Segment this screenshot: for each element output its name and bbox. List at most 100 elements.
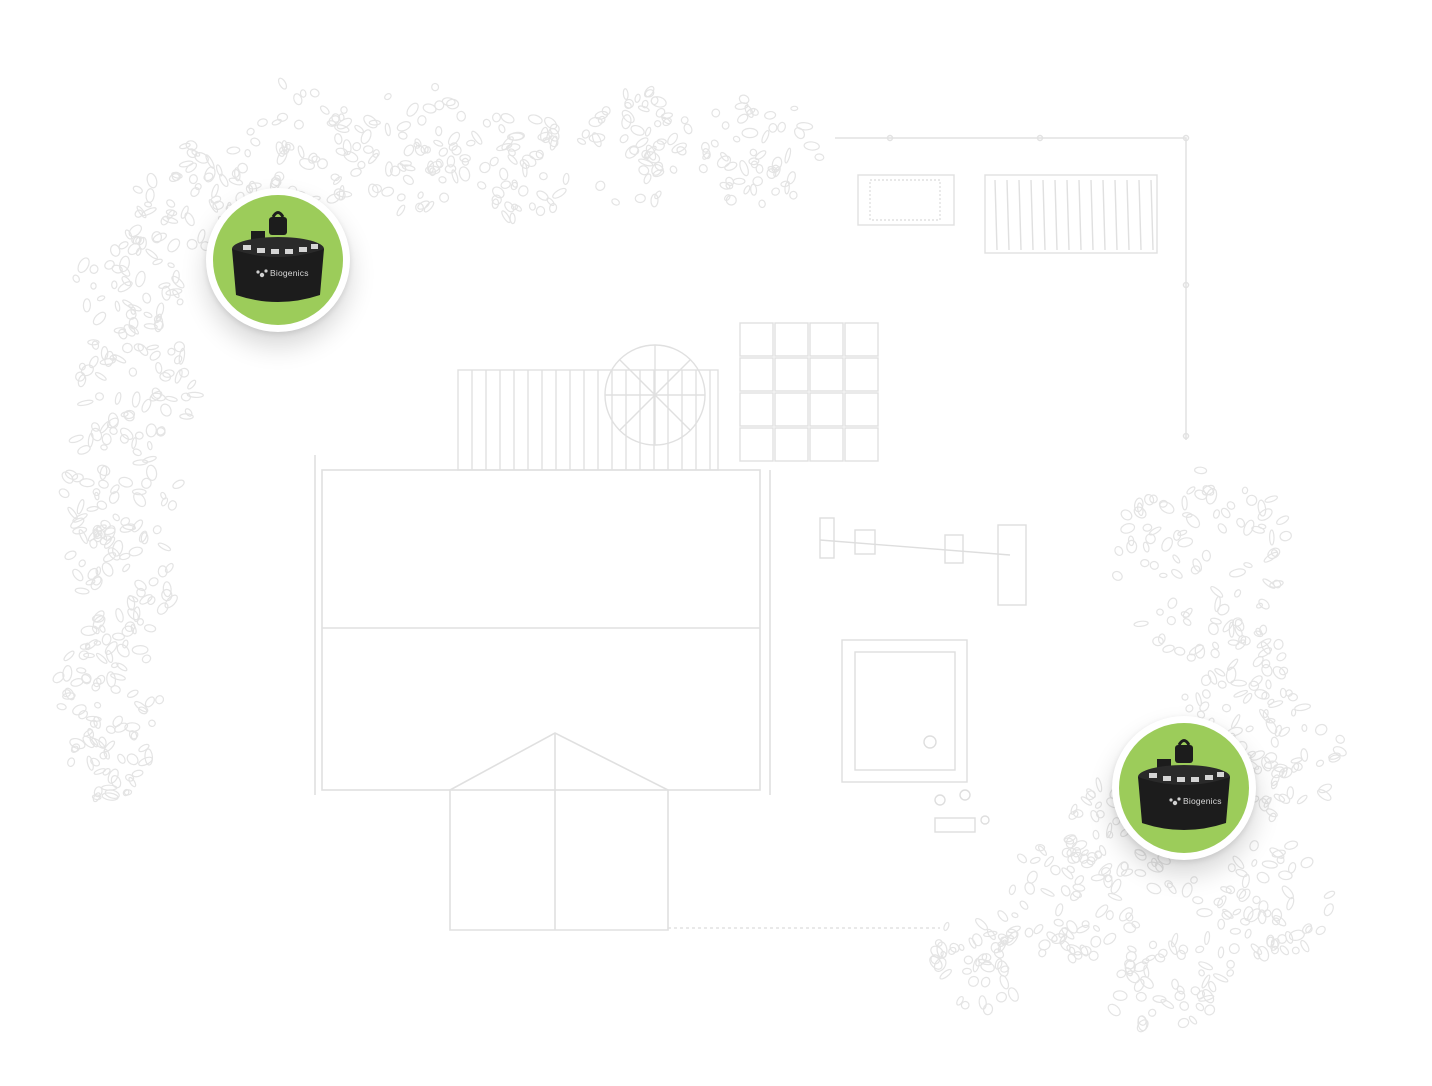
leaf-mark	[103, 536, 116, 549]
leaf-mark	[98, 479, 109, 489]
leaf-mark	[1192, 558, 1203, 572]
leaf-mark	[644, 126, 652, 137]
leaf-mark	[128, 304, 142, 312]
leaf-mark	[968, 975, 979, 987]
leaf-mark	[1241, 486, 1249, 495]
leaf-mark	[72, 526, 88, 535]
leaf-mark	[135, 270, 146, 288]
leaf-mark	[1232, 855, 1245, 869]
leaf-mark	[601, 106, 611, 116]
leaf-mark	[1177, 529, 1188, 537]
leaf-mark	[1060, 885, 1071, 897]
leaf-mark	[330, 173, 340, 182]
leaf-mark	[1090, 874, 1105, 882]
leaf-mark	[1166, 882, 1177, 895]
leaf-mark	[549, 135, 558, 151]
leaf-mark	[621, 114, 632, 130]
leaf-mark	[309, 88, 320, 98]
leaf-mark	[332, 176, 343, 186]
leaf-mark	[461, 157, 470, 166]
leaf-mark	[363, 114, 378, 129]
leaf-mark	[137, 343, 149, 356]
leaf-mark	[1210, 648, 1220, 659]
leaf-mark	[70, 745, 79, 754]
leaf-mark	[149, 390, 163, 402]
leaf-mark	[72, 704, 87, 716]
leaf-mark	[95, 652, 108, 664]
leaf-mark	[1204, 1004, 1216, 1016]
leaf-mark	[1118, 907, 1134, 922]
product-marker-top-left[interactable]: Biogenics	[206, 188, 350, 332]
leaf-mark	[1141, 958, 1150, 965]
leaf-mark	[1201, 974, 1211, 989]
leaf-mark	[1072, 846, 1082, 858]
leaf-mark	[125, 309, 137, 320]
leaf-mark	[76, 667, 87, 674]
leaf-mark	[93, 768, 106, 775]
leaf-mark	[164, 562, 174, 574]
leaf-mark	[77, 374, 87, 388]
leaf-mark	[1125, 912, 1134, 922]
bed-row	[1042, 179, 1046, 251]
leaf-mark	[509, 212, 516, 225]
leaf-mark	[110, 685, 121, 694]
leaf-mark	[1192, 896, 1204, 905]
leaf-mark	[63, 650, 75, 662]
leaf-mark	[1213, 897, 1224, 906]
leaf-mark	[1278, 666, 1289, 676]
leaf-mark	[82, 298, 92, 313]
leaf-mark	[244, 149, 252, 158]
leaf-mark	[1265, 679, 1272, 690]
leaf-mark	[422, 103, 437, 114]
leaf-mark	[134, 431, 144, 440]
leaf-mark	[447, 131, 461, 146]
leaf-mark	[1226, 501, 1236, 510]
leaf-mark	[126, 689, 139, 698]
leaf-mark	[152, 525, 162, 535]
house-outline	[314, 455, 771, 931]
leaf-mark	[1221, 703, 1232, 713]
leaf-mark	[514, 204, 522, 212]
leaf-mark	[1142, 541, 1150, 553]
leaf-mark	[128, 776, 137, 788]
leaf-mark	[52, 671, 65, 684]
leaf-mark	[790, 105, 799, 112]
leaf-mark	[89, 264, 99, 274]
leaf-mark	[643, 173, 652, 185]
leaf-mark	[1256, 638, 1272, 649]
leaf-mark	[104, 260, 115, 270]
leaf-mark	[68, 434, 84, 444]
leaf-mark	[482, 118, 492, 128]
leaf-mark	[1103, 932, 1117, 945]
leaf-mark	[1190, 876, 1198, 884]
leaf-mark	[1284, 840, 1299, 850]
leaf-mark	[654, 190, 662, 200]
leaf-mark	[1287, 692, 1298, 702]
leaf-mark	[956, 995, 964, 1006]
leaf-mark	[162, 581, 172, 598]
leaf-mark	[1270, 938, 1280, 951]
leaf-mark	[1158, 499, 1168, 508]
leaf-mark	[132, 459, 149, 466]
leaf-mark	[591, 132, 602, 148]
green-badge: Biogenics	[213, 195, 343, 325]
leaf-mark	[1098, 845, 1107, 856]
leaf-mark	[1286, 896, 1295, 911]
leaf-mark	[64, 550, 77, 561]
leaf-mark	[384, 122, 391, 137]
leaf-mark	[188, 174, 198, 185]
leaf-mark	[1286, 786, 1295, 800]
leaf-mark	[1105, 910, 1114, 921]
leaf-mark	[167, 500, 178, 511]
leaf-mark	[151, 231, 163, 244]
leaf-mark	[1226, 969, 1235, 977]
leaf-mark	[458, 166, 471, 182]
leaf-mark	[1126, 970, 1140, 984]
leaf-mark	[1300, 748, 1309, 762]
leaf-mark	[98, 624, 106, 633]
leaf-mark	[81, 673, 92, 684]
leaf-mark	[417, 115, 427, 126]
leaf-mark	[1217, 895, 1227, 909]
product-marker-bottom-right[interactable]: Biogenics	[1112, 716, 1256, 860]
leaf-mark	[145, 188, 155, 203]
